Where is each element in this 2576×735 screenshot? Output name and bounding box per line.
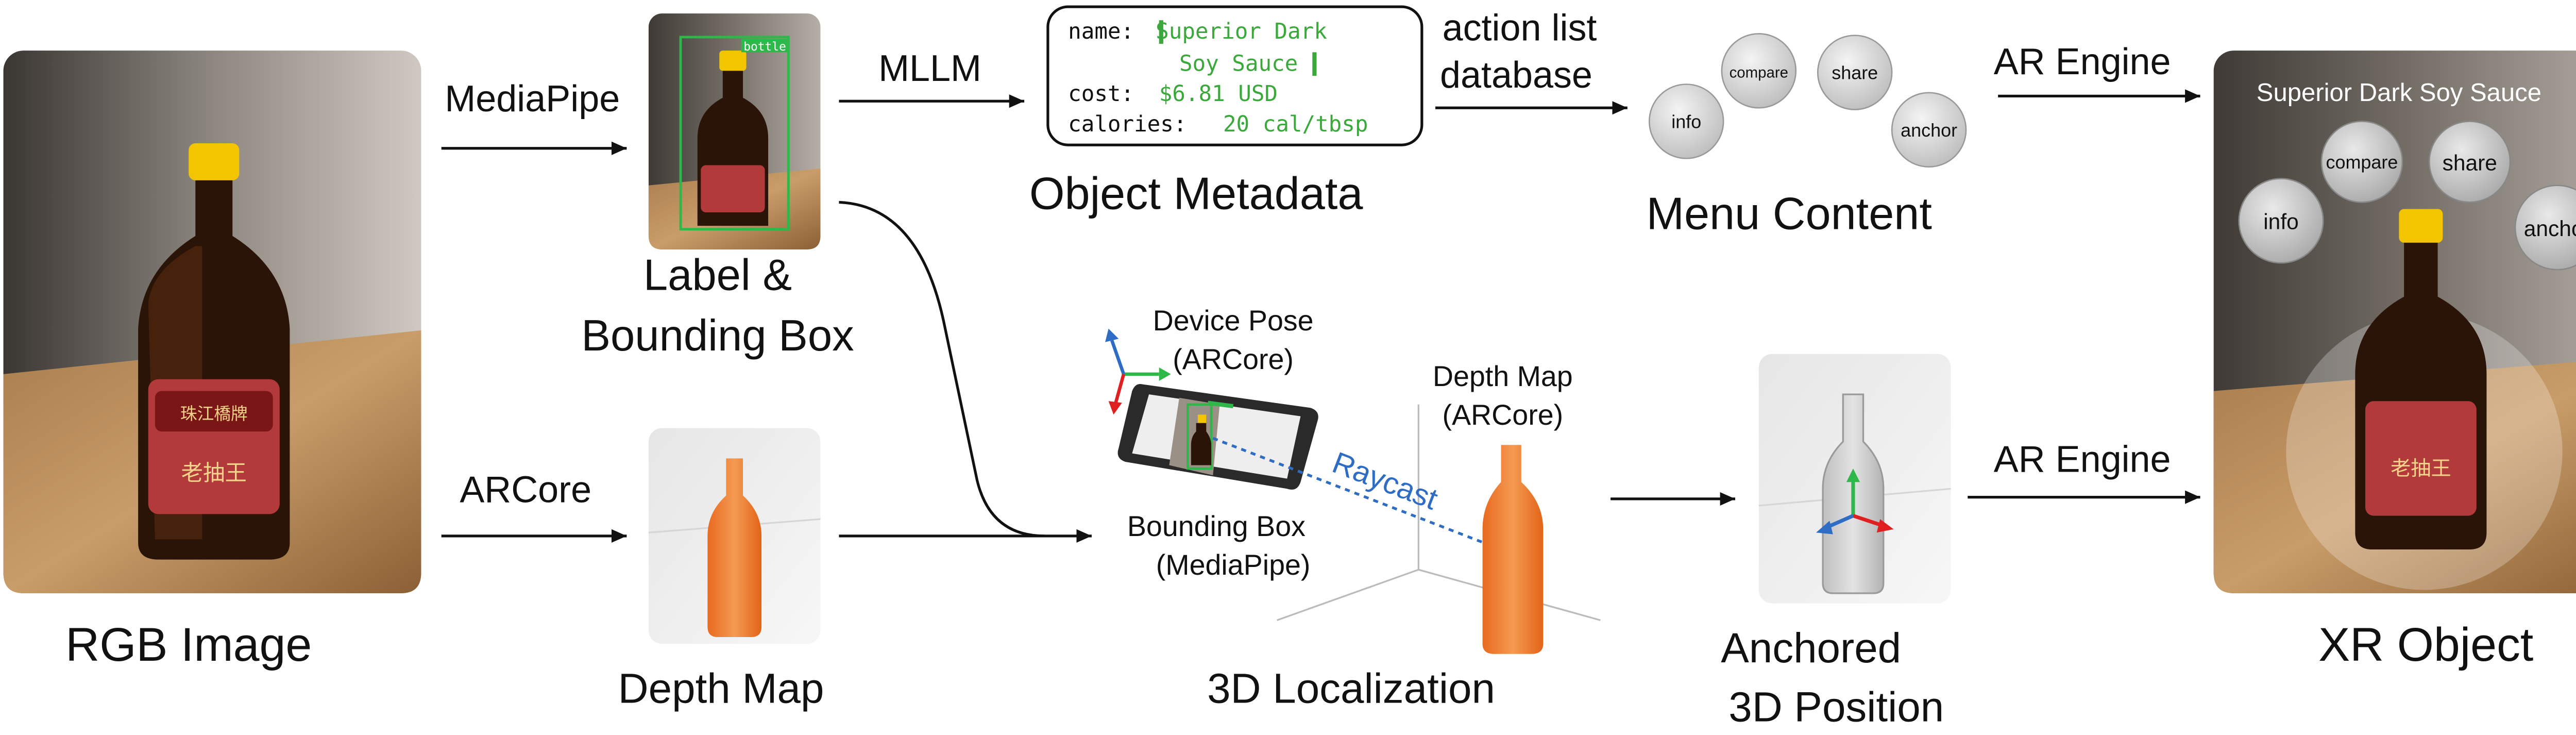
menu-info-button [1648,83,1724,159]
anchored-position-image [1758,354,1951,604]
xr-info-label: info [2263,210,2299,235]
device-pose-label-2: (ARCore) [1173,343,1294,375]
device-pose-label-1: Device Pose [1153,305,1314,337]
edge-arcore-label: ARCore [460,469,591,510]
metadata-name-value-2: Soy Sauce [1179,51,1298,76]
menu-compare-label: compare [1730,64,1788,81]
metadata-name-value-1: Superior Dark [1156,19,1327,44]
anchored-label-2: 3D Position [1728,684,1944,731]
xr-info-button [2238,178,2324,264]
xr-compare-button [2320,121,2403,203]
metadata-box: name: Superior Dark Soy Sauce cost: $6.8… [1046,5,1423,146]
localized-depth-bottle [1482,445,1544,654]
depth-map-label: Depth Map [618,665,824,712]
depth-map-arcore-label-1: Depth Map [1433,360,1573,392]
metadata-cost-key: cost: [1068,81,1134,107]
detection-tag: bottle [743,40,786,54]
metadata-cursor-start [1159,20,1163,44]
metadata-cursor-end [1312,52,1317,76]
edge-ar-engine-top-label: AR Engine [1994,41,2171,82]
depth-map-arcore-label-2: (ARCore) [1442,399,1563,431]
detection-image: bottle [648,13,821,249]
edge-action-list-label: action list [1443,7,1597,48]
xr-compare-label: compare [2326,152,2398,173]
metadata-cal-key: calories: [1068,112,1187,137]
label-bbox-line1: Label & [643,250,792,299]
edge-bbox-to-localization [839,201,1045,538]
label-bbox-line2: Bounding Box [581,311,854,360]
menu-content-label: Menu Content [1646,188,1931,239]
object-metadata-label: Object Metadata [1029,168,1364,219]
menu-anchor-button [1891,92,1967,168]
xr-share-label: share [2443,151,2497,175]
edge-database-label: database [1440,55,1592,96]
localization-scene [1105,328,1601,654]
svg-text:珠江橋牌: 珠江橋牌 [180,404,248,424]
menu-share-button [1817,35,1893,110]
phone-device [1117,384,1318,490]
xr-share-button [2428,121,2511,203]
soy-sauce-bottle: 珠江橋牌 老抽王 [138,143,290,560]
menu-info-label: info [1671,111,1701,132]
bounding-box [679,36,790,231]
depth-map-image [648,428,821,644]
menu-content: info compare share anchor [1648,33,1967,168]
bbox-mediapipe-label-2: (MediaPipe) [1156,549,1311,581]
edge-mediapipe-label: MediaPipe [445,78,620,120]
xr-anchor-button [2514,185,2576,271]
svg-text:老抽王: 老抽王 [2391,457,2451,480]
menu-compare-button [1721,33,1797,109]
edge-mllm-label: MLLM [878,48,981,89]
device-pose-axes [1105,328,1171,415]
xr-object-image: 老抽王 Superior Dark Soy Sauce info compare… [2213,51,2576,594]
localization-label: 3D Localization [1207,665,1495,712]
metadata-cal-value: 20 cal/tbsp [1223,112,1368,137]
xr-title: Superior Dark Soy Sauce [2257,79,2541,107]
rgb-image: 珠江橋牌 老抽王 [3,51,421,594]
raycast-arrow [1212,437,1525,560]
xr-anchor-label: anchor [2524,217,2576,241]
bbox-mediapipe-label-1: Bounding Box [1127,510,1306,542]
xr-object-label: XR Object [2318,619,2533,671]
metadata-name-key: name: [1068,19,1134,44]
edge-ar-engine-bottom-label: AR Engine [1994,439,2171,480]
menu-anchor-label: anchor [1901,120,1957,141]
rgb-image-label: RGB Image [65,619,312,671]
menu-share-label: share [1832,62,1878,83]
metadata-cost-value: $6.81 USD [1159,81,1278,107]
anchored-label-1: Anchored [1721,625,1901,672]
svg-text:老抽王: 老抽王 [181,461,247,486]
